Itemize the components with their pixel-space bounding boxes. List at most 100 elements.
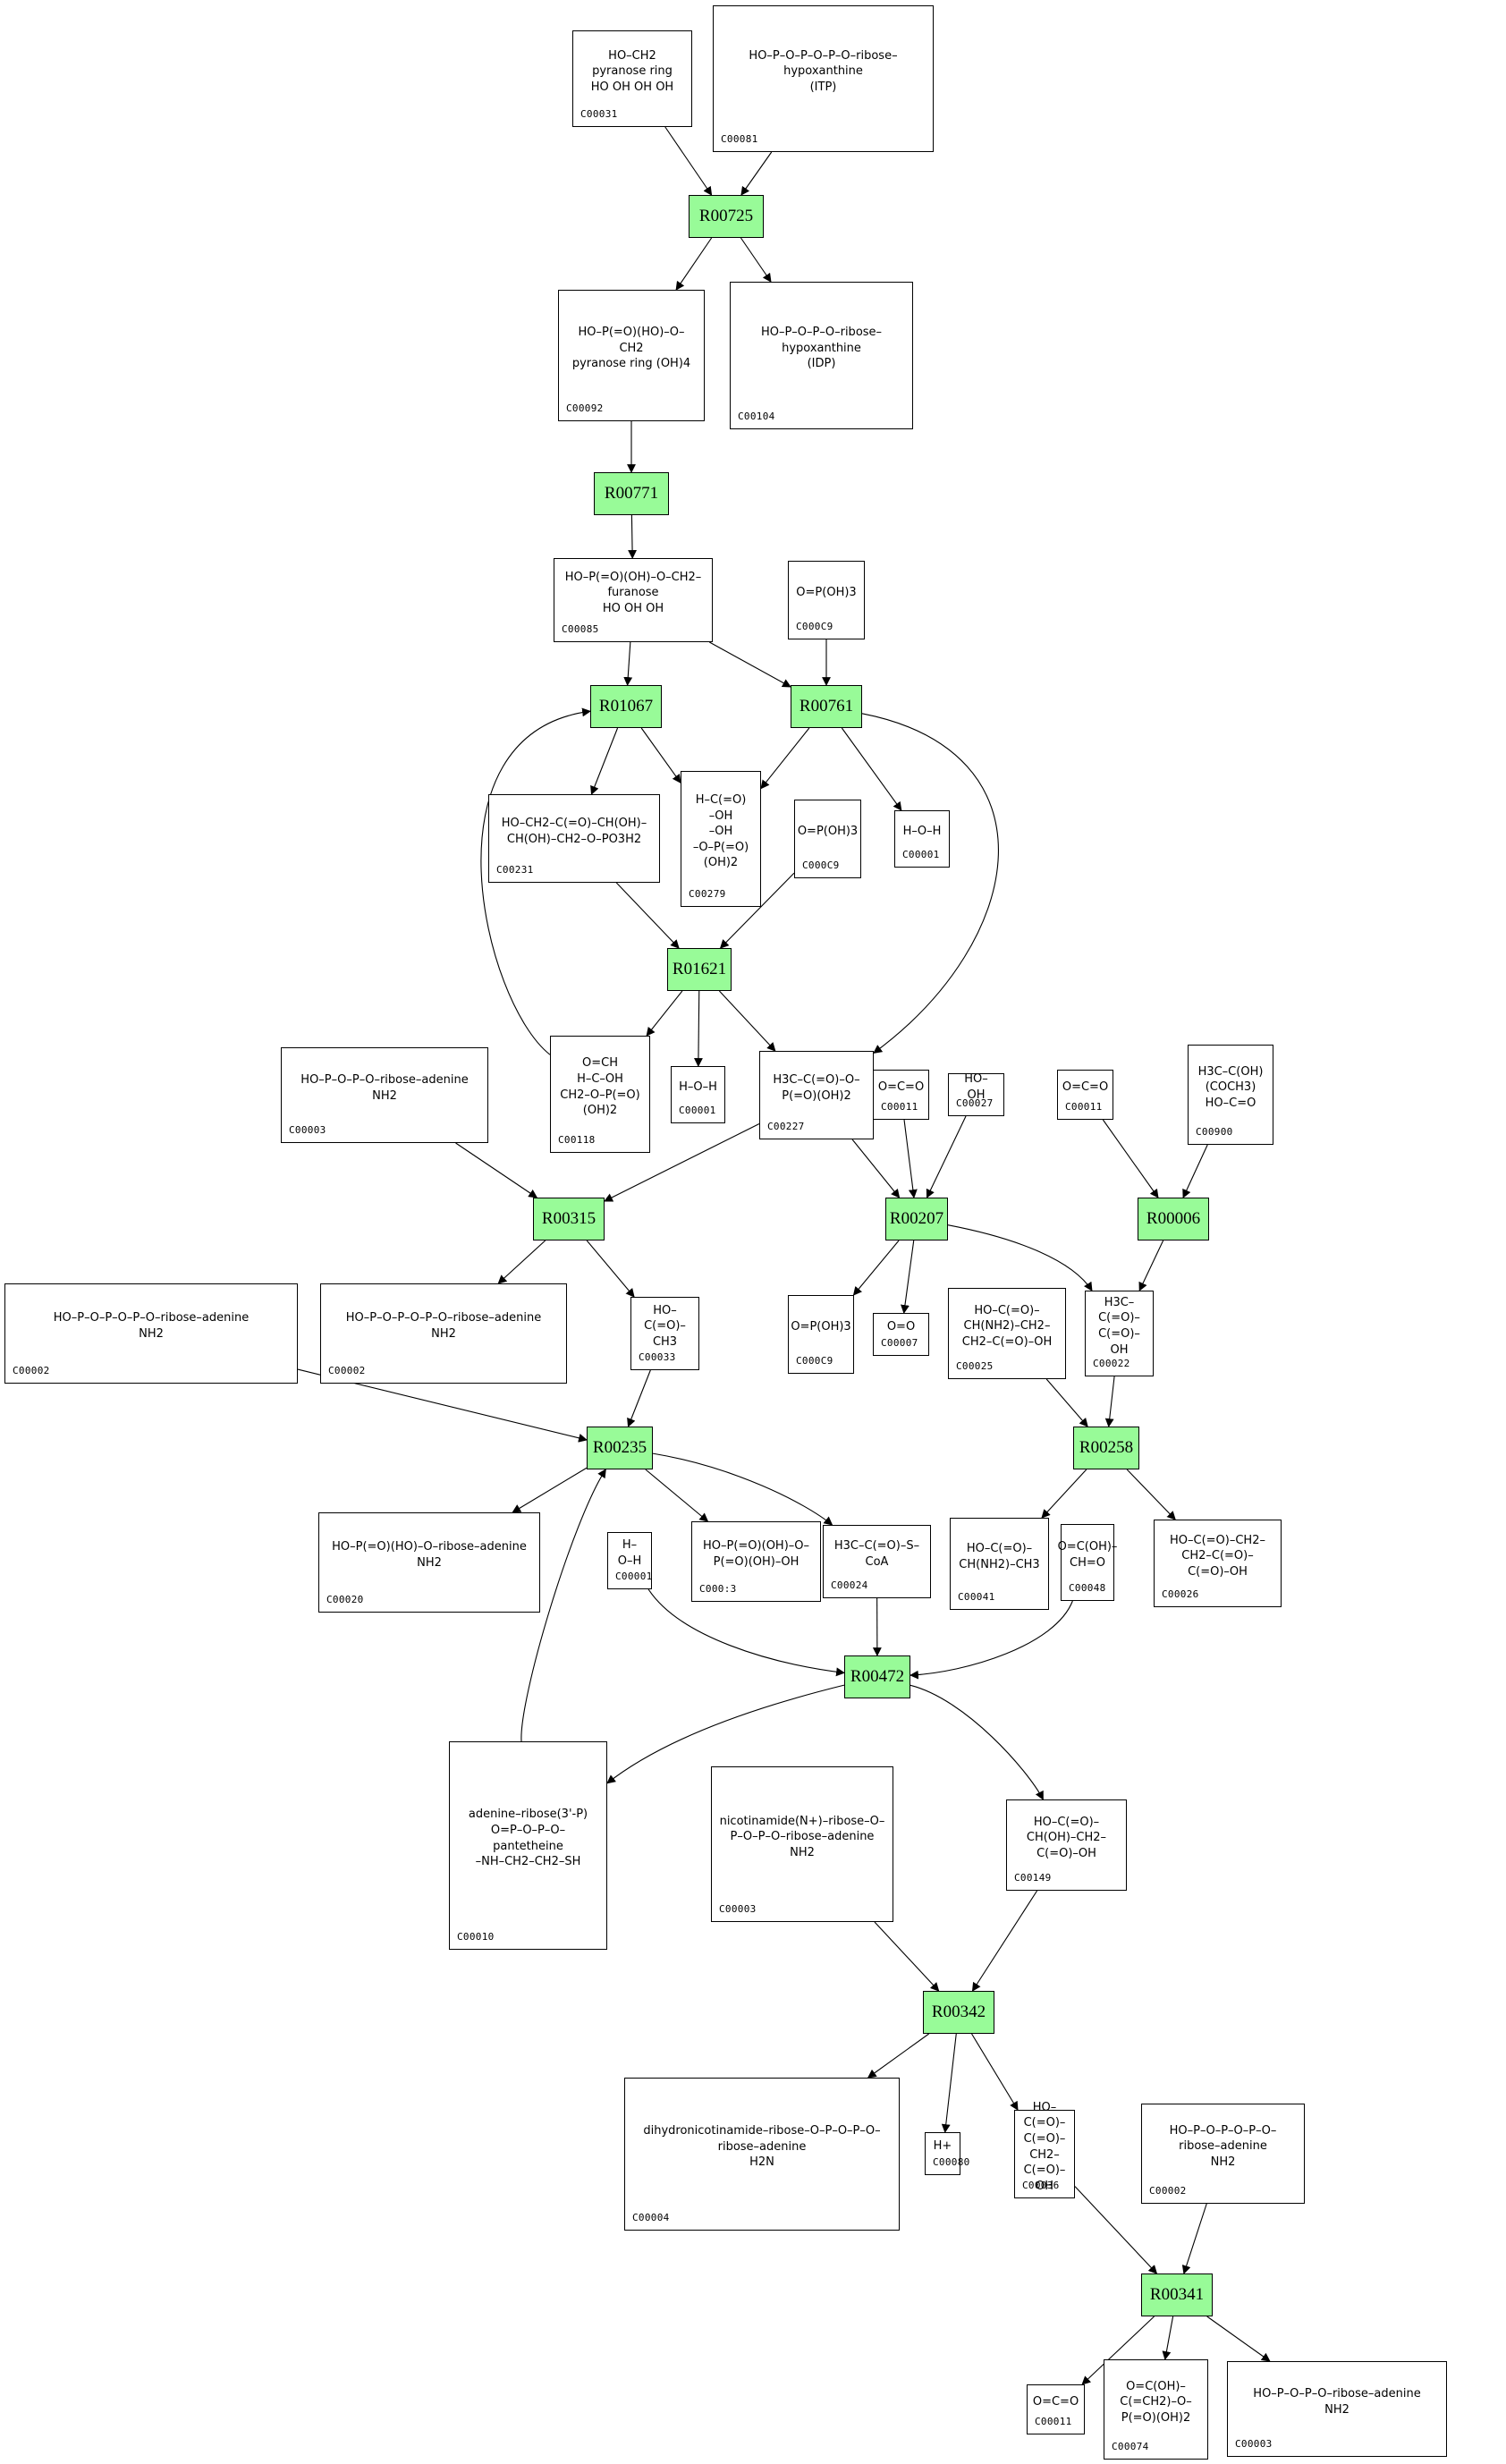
compound-node-c00004[interactable]: dihydronicotinamide–ribose–O–P–O–P–O–rib…: [624, 2078, 900, 2231]
edge-r01621-to-c_h2o2: [693, 990, 703, 1067]
reaction-label: R01621: [672, 960, 727, 978]
structure-formula: HO–CH2–C(=O)–CH(OH)–CH(OH)–CH2–O–PO3H2: [501, 816, 647, 846]
compound-node-c00080[interactable]: H+C00080: [925, 2132, 969, 2175]
edge-r00342-to-c_oaa: [971, 2033, 1019, 2111]
reaction-label: R00315: [541, 1209, 596, 1228]
compound-id-label: C00149: [1014, 1872, 1052, 1884]
compound-id-label: C00022: [1093, 1358, 1130, 1369]
structure-formula: HO–P–O–P–O–ribose–adenine NH2: [300, 1072, 469, 1103]
reaction-node-r00341[interactable]: R00341: [1141, 2273, 1213, 2316]
reaction-node-r01067[interactable]: R01067: [590, 685, 662, 728]
structure-formula: HO–C(=O)–CH(NH2)–CH3: [959, 1541, 1040, 1571]
structure-formula: HO–P–O–P–O–ribose–hypoxanthine (IDP): [760, 326, 883, 371]
reaction-node-r00771[interactable]: R00771: [594, 472, 669, 515]
compound-id-label: C00279: [689, 888, 726, 900]
compound-id-label: C00001: [615, 1571, 653, 1582]
structure-formula: nicotinamide(N+)–ribose–O–P–O–P–O–ribose…: [719, 1814, 885, 1859]
edge-c_glu-to-r00258: [1045, 1378, 1088, 1427]
compound-node-c00026[interactable]: HO–C(=O)–CH2–CH2–C(=O)–C(=O)–OH C00026: [1154, 1520, 1282, 1607]
structure-formula: H–O–H: [679, 1080, 717, 1095]
reaction-node-r01621[interactable]: R01621: [667, 948, 732, 991]
compound-id-label: C00074: [1112, 2441, 1149, 2452]
reaction-node-r00342[interactable]: R00342: [923, 1991, 994, 2034]
structure-formula: HO–P–O–P–O–P–O–ribose–adenine NH2: [53, 1311, 250, 1341]
compound-id-label: C00048: [1069, 1582, 1106, 1594]
compound-id-label: C00026: [1162, 1588, 1199, 1600]
reaction-node-r00235[interactable]: R00235: [587, 1427, 653, 1469]
edge-r00342-to-c_nadh: [867, 2033, 930, 2079]
compound-id-label: C00036: [1022, 2180, 1060, 2191]
edge-r01621-to-c_g3p: [646, 990, 683, 1037]
compound-node-c00003[interactable]: nicotinamide(N+)–ribose–O–P–O–P–O–ribose…: [711, 1766, 893, 1922]
compound-id-label: C00004: [632, 2212, 670, 2223]
reaction-node-r00207[interactable]: R00207: [885, 1198, 948, 1240]
compound-id-label: C00011: [1035, 2416, 1072, 2427]
edge-r00207-to-c_pi3: [852, 1240, 900, 1296]
compound-node-c00011[interactable]: O=C=O C00011: [1027, 2384, 1085, 2434]
edge-c_f6p-to-r01067: [623, 641, 633, 686]
reaction-node-r00725[interactable]: R00725: [689, 195, 764, 238]
compound-node-c00010[interactable]: adenine–ribose(3'-P) O=P–O–P–O–pantethei…: [449, 1741, 607, 1950]
reaction-label: R00761: [799, 697, 854, 715]
edge-c_mal-to-r00342: [971, 1890, 1038, 1992]
compound-node-c00081[interactable]: HO–P–O–P–O–P–O–ribose–hypoxanthine (ITP)…: [713, 5, 934, 152]
structure-formula: HO–P–O–P–O–ribose–adenine NH2: [1253, 2386, 1421, 2417]
edge-c_glc-to-r00725: [664, 126, 713, 196]
reaction-node-r00761[interactable]: R00761: [791, 685, 862, 728]
reaction-node-r00258[interactable]: R00258: [1073, 1427, 1139, 1469]
structure-formula: H+: [933, 2139, 952, 2154]
compound-id-label: C00041: [958, 1591, 995, 1603]
edge-r00341-to-c_co2c: [1081, 2316, 1155, 2385]
structure-formula: O=C=O: [1032, 2395, 1079, 2409]
edge-r00761-to-c_e4p: [760, 727, 810, 790]
edge-r00207-to-c_pyr: [947, 1224, 1093, 1291]
edge-c_g3p-to-r01067: [480, 707, 591, 1055]
edge-r00315-to-c_ac: [586, 1240, 635, 1298]
reaction-node-r00006[interactable]: R00006: [1138, 1198, 1209, 1240]
compound-node-c00104[interactable]: HO–P–O–P–O–ribose–hypoxanthine (IDP)C001…: [730, 282, 913, 429]
compound-id-label: C00085: [562, 623, 599, 635]
structure-formula: HO–C(=O)–CH2–CH2–C(=O)–C(=O)–OH: [1170, 1533, 1265, 1579]
edge-r00006-to-c_pyr: [1138, 1240, 1164, 1291]
reaction-node-r00315[interactable]: R00315: [533, 1198, 605, 1240]
compound-id-label: C00031: [580, 108, 618, 120]
reaction-label: R00342: [931, 2003, 986, 2021]
reaction-label: R00207: [889, 1209, 944, 1228]
reaction-node-r00472[interactable]: R00472: [844, 1655, 910, 1698]
